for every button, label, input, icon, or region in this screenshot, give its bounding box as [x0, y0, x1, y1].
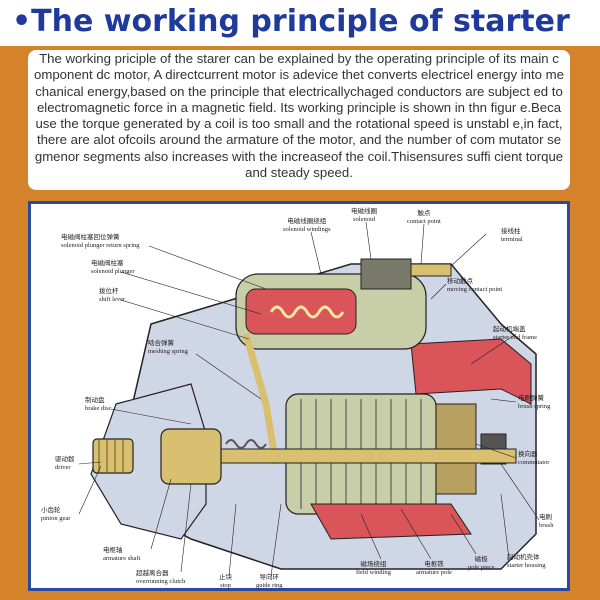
drive-housing-shape	[90, 383, 207, 540]
pinion-teeth	[98, 440, 124, 472]
shift-lever-shape	[242, 333, 280, 465]
pole-piece-shape	[310, 503, 472, 540]
page-title: •The working principle of starter	[12, 4, 570, 39]
terminal-shape	[410, 263, 452, 277]
description-text: The working priciple of the starer can b…	[34, 51, 564, 181]
starter-illustration	[78, 221, 540, 577]
solenoid-windings-shape	[360, 258, 412, 290]
overrunning-clutch-shape	[160, 428, 222, 485]
description-box: The working priciple of the starer can b…	[28, 50, 570, 190]
leader-lines	[78, 221, 540, 577]
solenoid-plunger-shape	[245, 288, 357, 335]
meshing-spring-shape	[225, 439, 267, 449]
return-spring-shape	[269, 305, 345, 319]
title-bar: •The working principle of starter	[0, 0, 600, 46]
